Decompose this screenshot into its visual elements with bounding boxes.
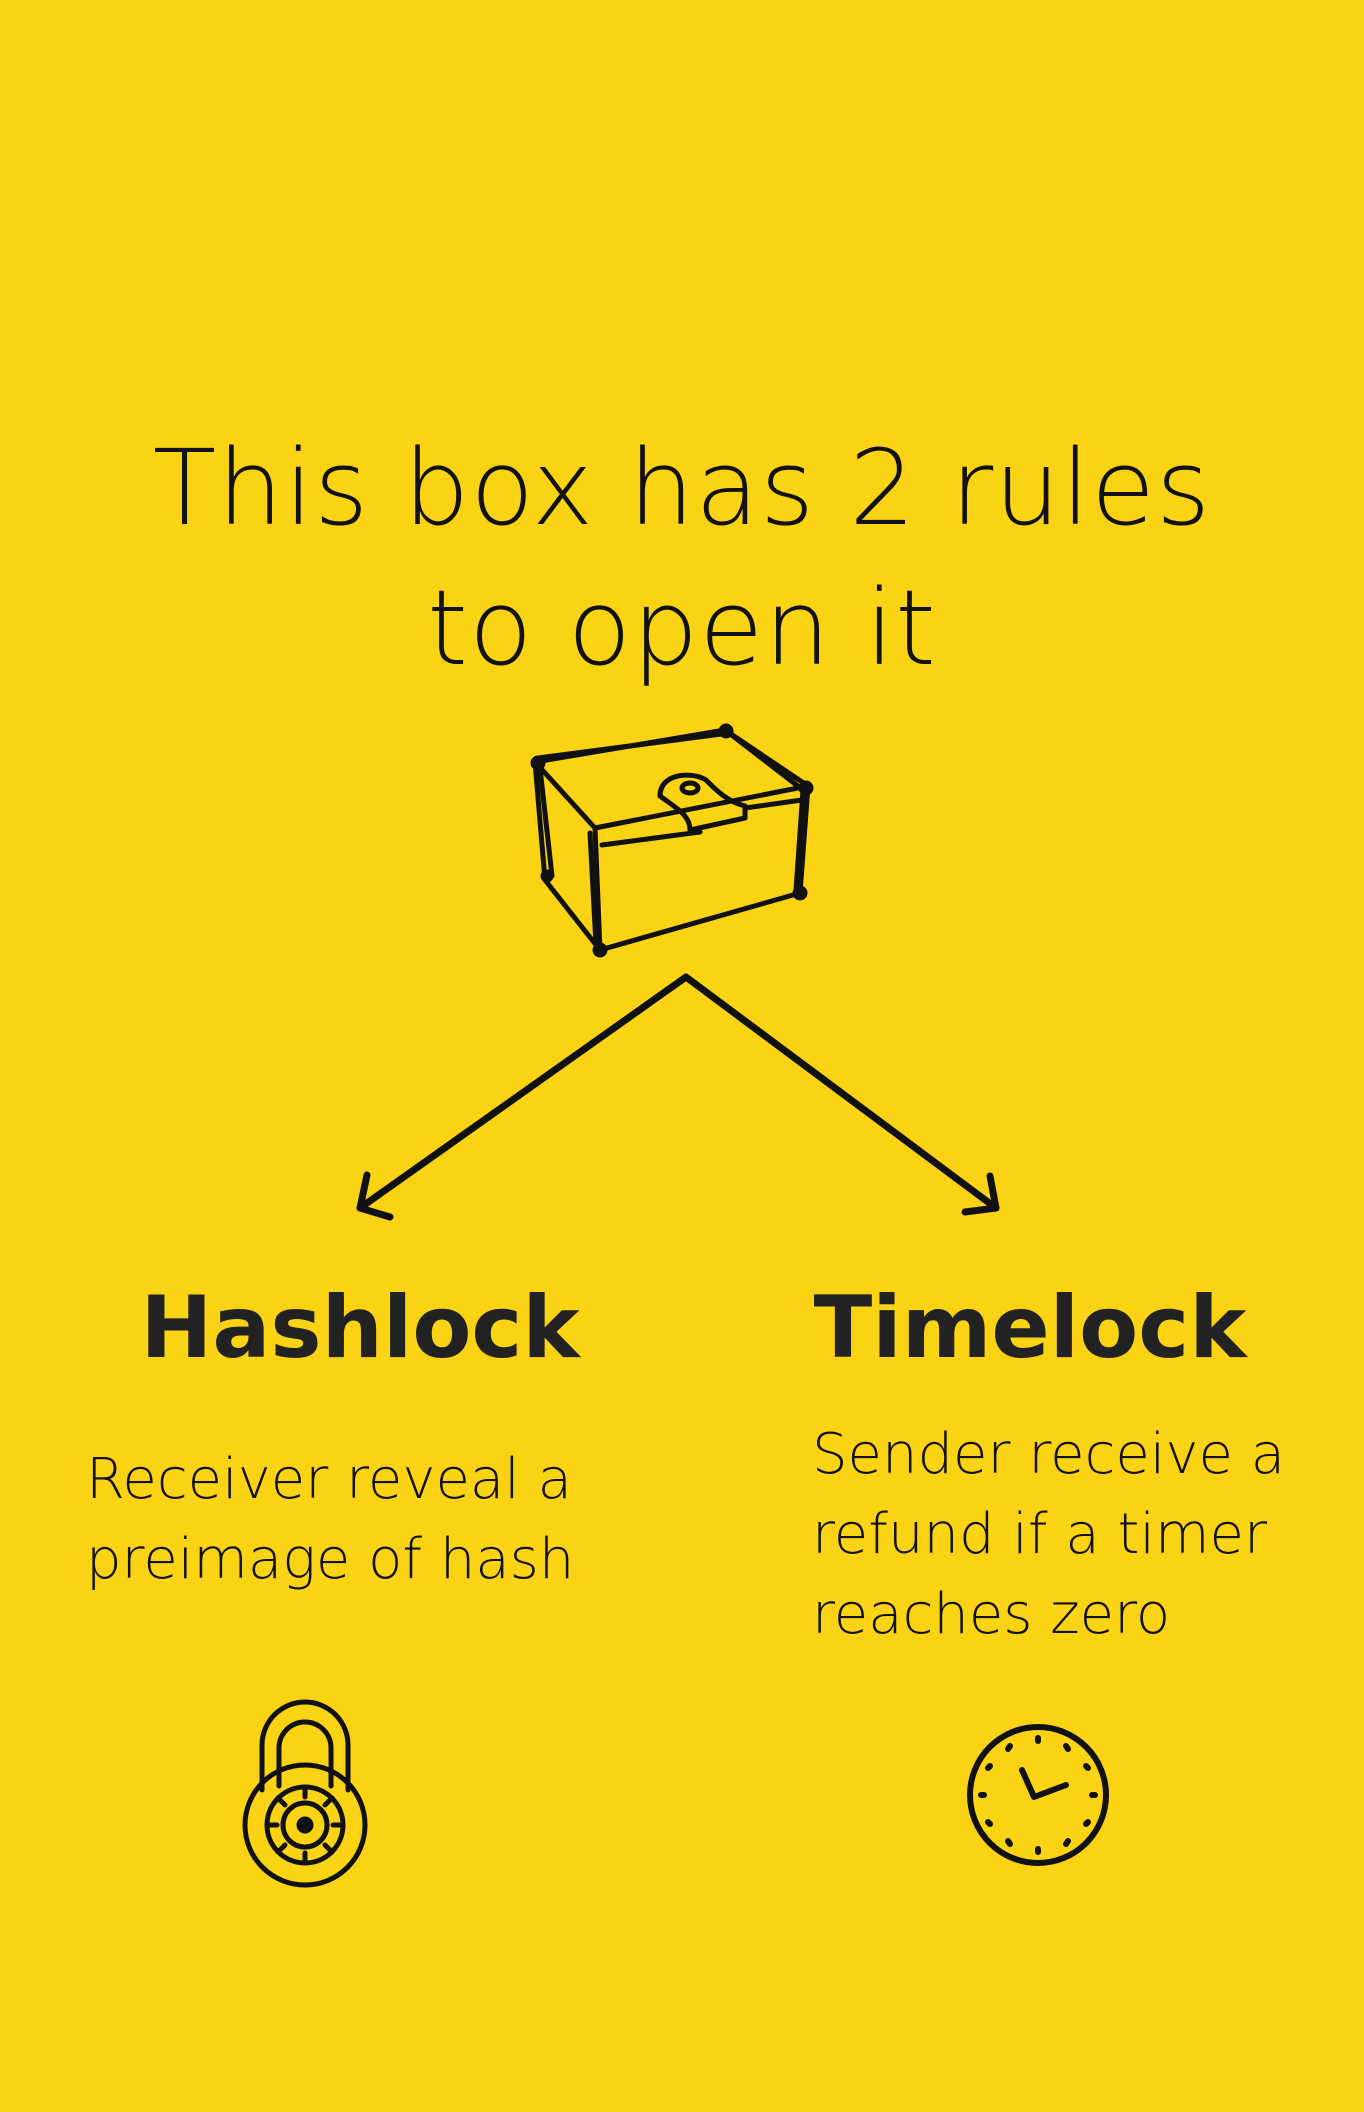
hashlock-description-line: preimage of hash — [86, 1527, 575, 1592]
branch-arrows — [356, 973, 1000, 1221]
hashlock-description-line: Receiver reveal a — [86, 1447, 572, 1512]
timelock-description-line: reaches zero — [812, 1582, 1171, 1647]
timelock-heading: Timelock — [813, 1278, 1247, 1378]
hashlock-description: Receiver reveal a preimage of hash — [86, 1440, 574, 1600]
title-line-1: This box has 2 rules — [152, 427, 1212, 549]
combination-padlock-icon — [242, 1699, 368, 1888]
timelock-description: Sender receive a refund if a timer reach… — [812, 1415, 1285, 1655]
arrow-right-head — [961, 1172, 1000, 1216]
arrow-left-head — [356, 1171, 394, 1221]
title-line-2: to open it — [427, 567, 937, 689]
arrow-right — [682, 973, 1000, 1212]
box-icon — [530, 723, 814, 958]
hashlock-heading: Hashlock — [140, 1278, 580, 1378]
clock-icon — [967, 1724, 1109, 1866]
timelock-description-line: Sender receive a — [812, 1422, 1286, 1487]
title: This box has 2 rules to open it — [0, 418, 1364, 698]
arrow-left — [356, 973, 690, 1212]
timelock-description-line: refund if a timer — [812, 1502, 1268, 1567]
